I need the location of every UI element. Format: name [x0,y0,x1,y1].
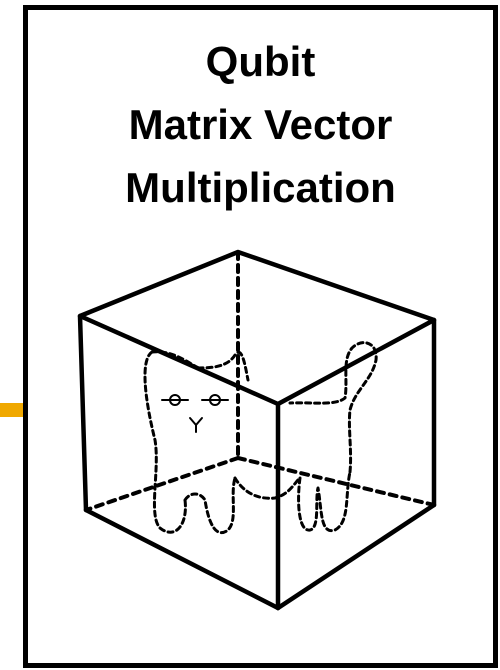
title-line-3: Multiplication [125,164,396,211]
input-connector [0,403,23,417]
cat-outline [143,341,378,534]
block-card[interactable]: Qubit Matrix Vector Multiplication [23,5,498,668]
box-visible-edges [77,249,437,611]
box-hidden-edges [84,250,436,512]
block-title: Qubit Matrix Vector Multiplication [28,30,493,219]
connector-stub-icon [0,403,23,417]
title-line-1: Qubit [205,38,316,85]
cat-face [161,394,229,433]
title-line-2: Matrix Vector [128,101,393,148]
